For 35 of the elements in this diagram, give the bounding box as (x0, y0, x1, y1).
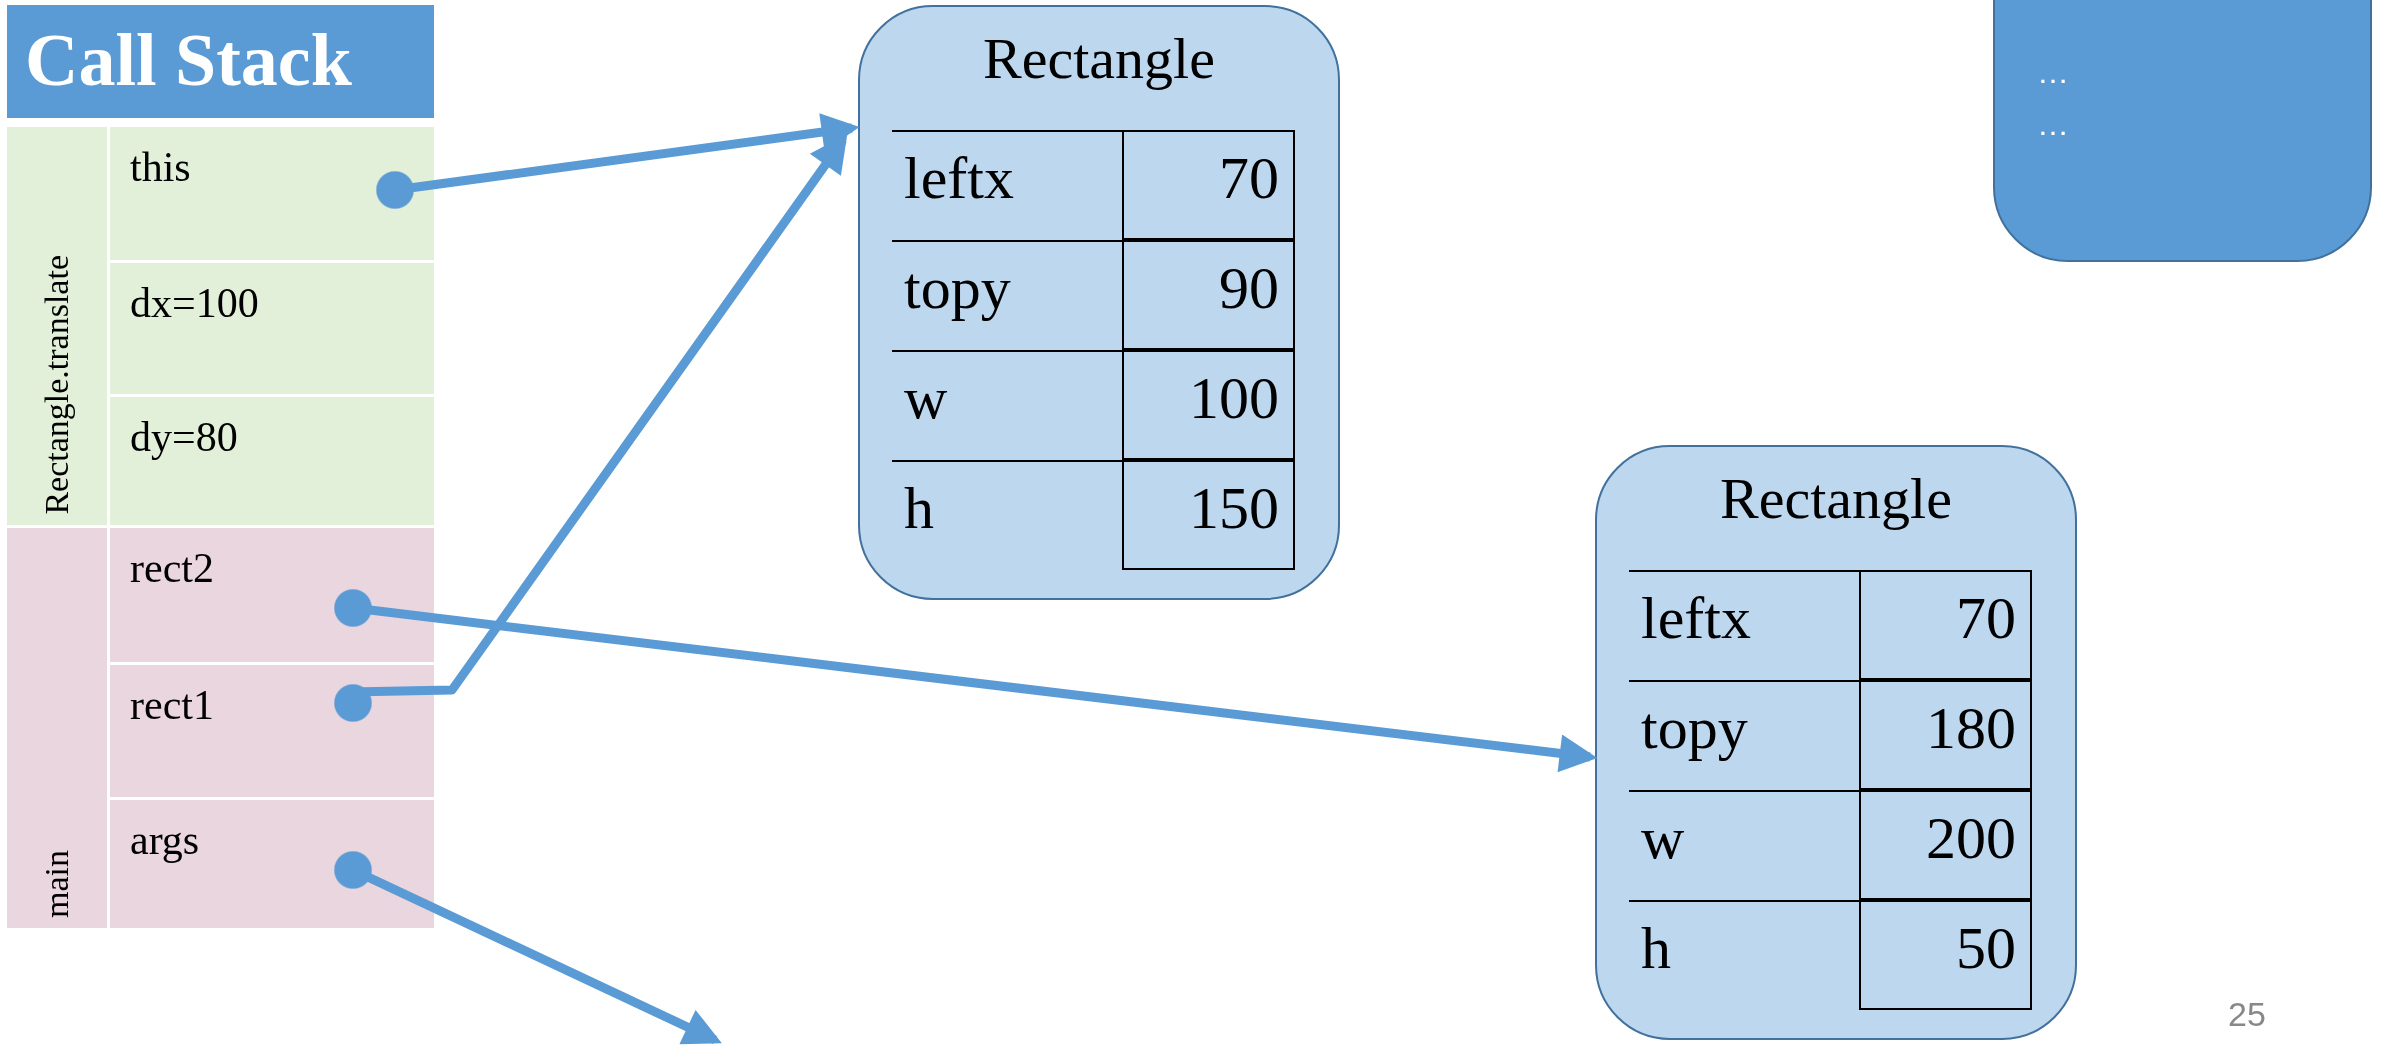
object-box (858, 5, 1340, 600)
field-name: leftx (1629, 570, 1859, 680)
frame-label: main (37, 850, 76, 918)
field-value: 150 (1122, 460, 1295, 570)
field-value: 100 (1122, 350, 1295, 460)
class-name: Rectangle (982, 25, 1216, 92)
frame-label: Rectangle.translate (37, 255, 76, 515)
ellipsis-text: … (2037, 54, 2069, 91)
ellipsis-text: … (2037, 106, 2069, 143)
field-value: 180 (1859, 680, 2032, 790)
pointer-arrow (362, 133, 848, 697)
field-name: w (1629, 790, 1859, 900)
field-name: topy (892, 240, 1122, 350)
stack-frame (7, 127, 434, 525)
pointer-arrow (409, 113, 860, 193)
field-value: 70 (1122, 130, 1295, 240)
field-name: h (892, 460, 1122, 570)
field-name: h (1629, 900, 1859, 1010)
field-value: 50 (1859, 900, 2032, 1010)
stack-heading: Call Stack (7, 5, 434, 118)
stack-frame (7, 528, 434, 928)
variable-slot: dy=80 (110, 394, 434, 525)
field-value: 90 (1122, 240, 1295, 350)
field-name: w (892, 350, 1122, 460)
heap-area (1993, 0, 2372, 262)
object-box (1595, 445, 2077, 1040)
class-name: Rectangle (1719, 465, 1953, 532)
field-name: topy (1629, 680, 1859, 790)
field-value: 200 (1859, 790, 2032, 900)
pointer-arrow (364, 872, 722, 1045)
variable-slot: dx=100 (110, 260, 434, 392)
pointer-arrow (367, 605, 1598, 773)
page-number: 25 (2228, 995, 2266, 1034)
field-value: 70 (1859, 570, 2032, 680)
field-name: leftx (892, 130, 1122, 240)
